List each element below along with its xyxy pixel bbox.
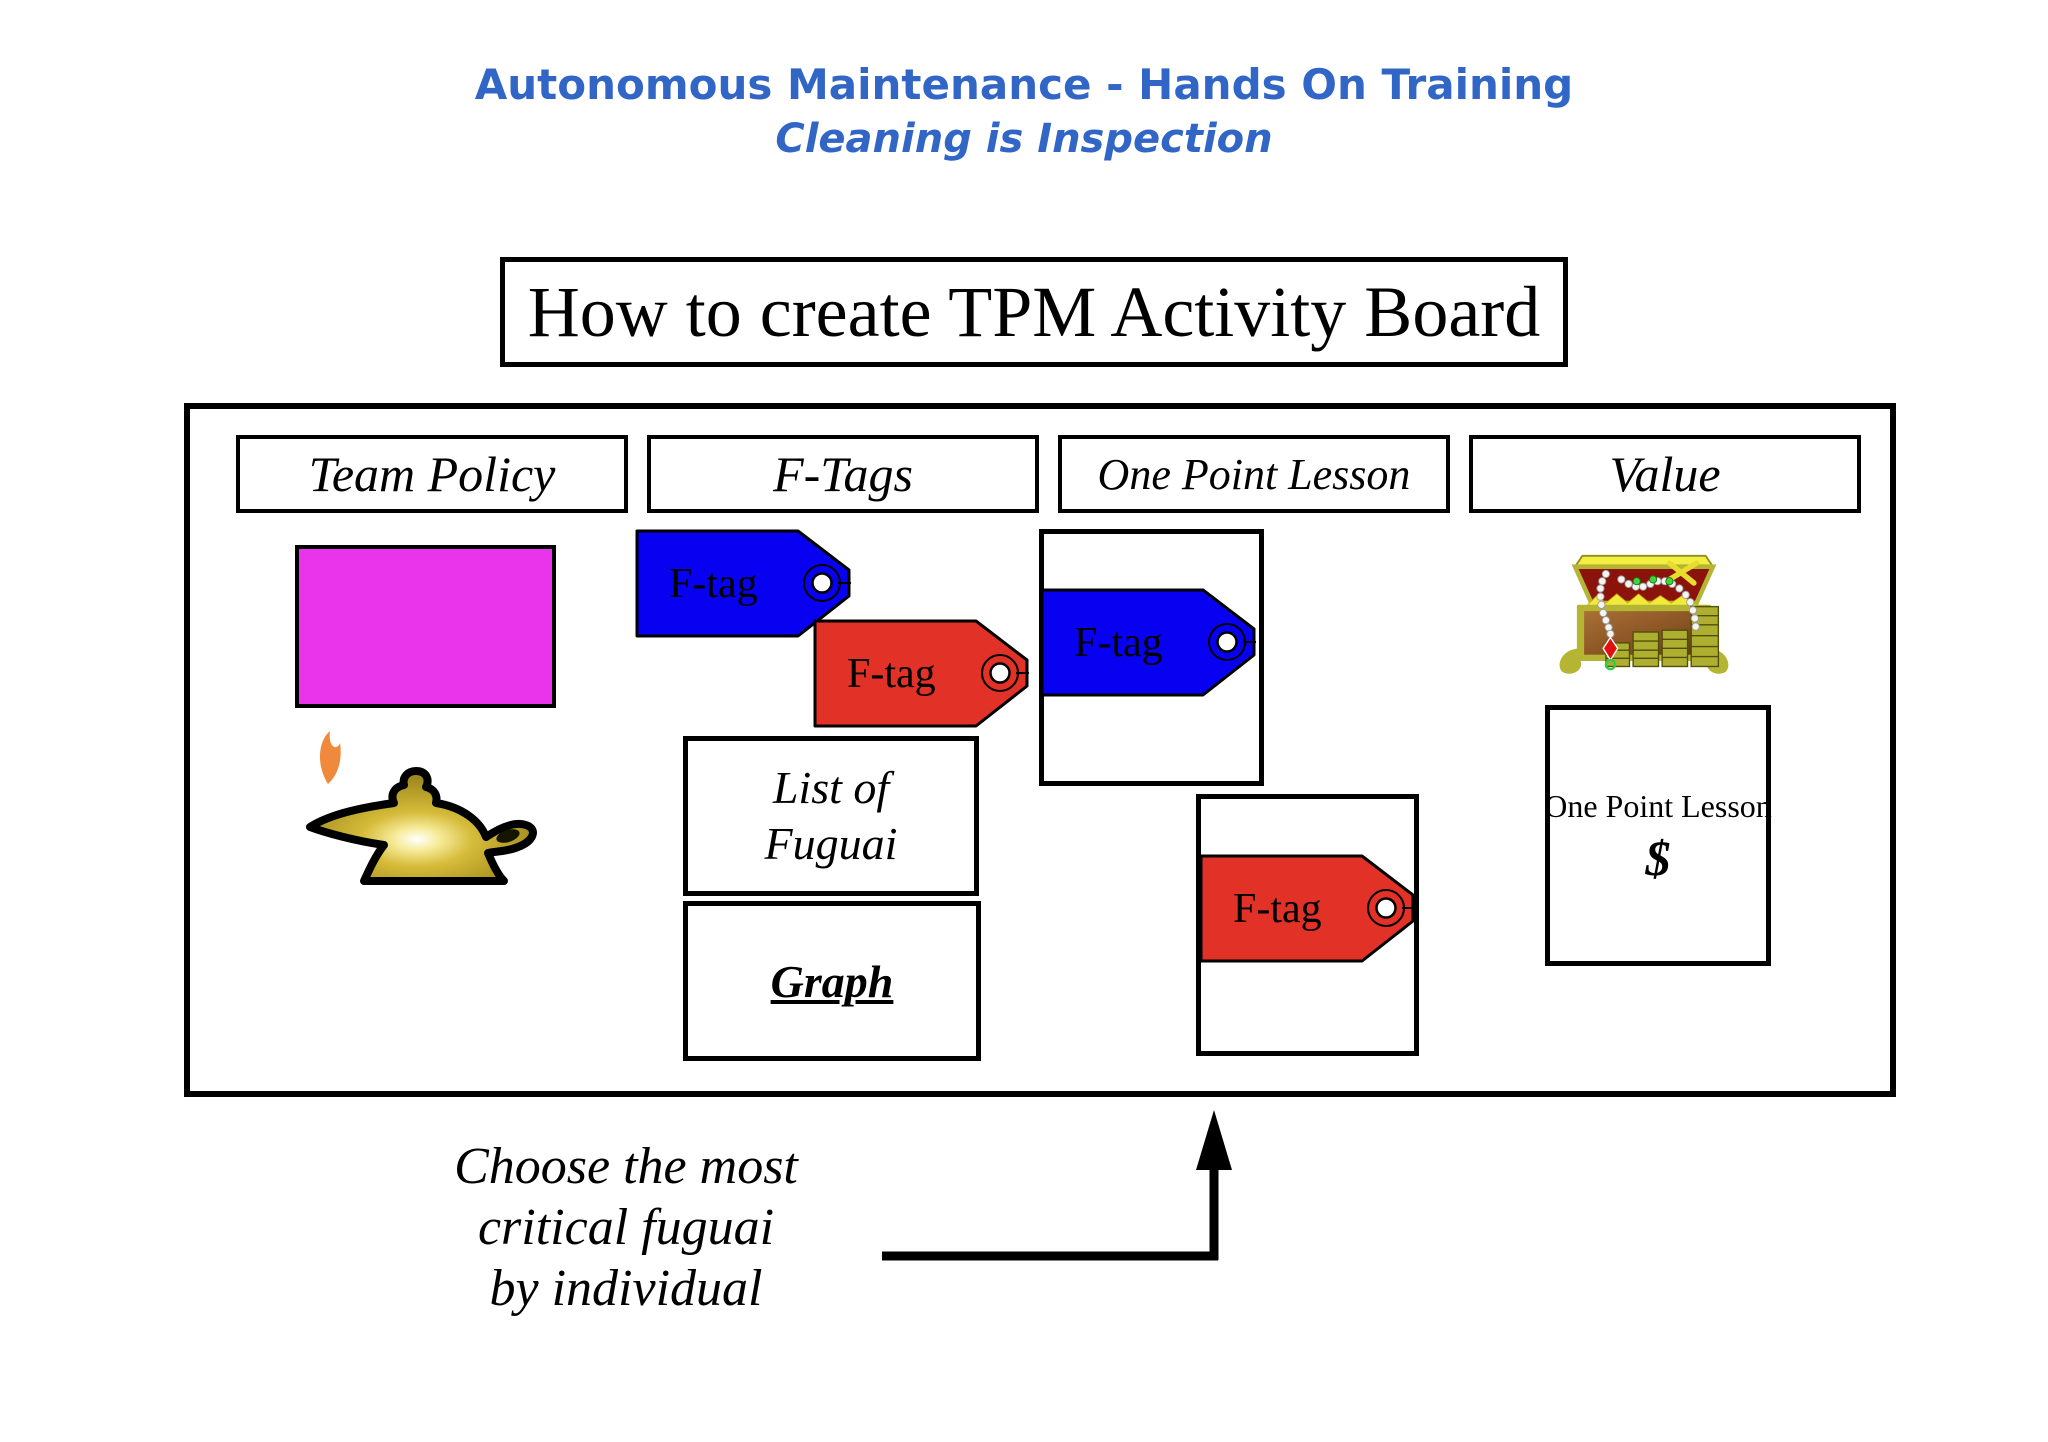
- f-tag-blue: F-tag: [1040, 588, 1256, 697]
- graph-label: Graph: [770, 955, 894, 1007]
- column-header-value: Value: [1469, 435, 1861, 513]
- column-header-label: Value: [1609, 446, 1721, 502]
- opl-value-title: One Point Lesson: [1544, 788, 1772, 824]
- list-of-fuguai-label: List of Fuguai: [764, 762, 898, 869]
- f-tag-blue: F-tag: [635, 529, 851, 638]
- slide-title-line2: Cleaning is Inspection: [775, 116, 1273, 162]
- genie-lamp-icon: [300, 729, 540, 889]
- column-header-one-point-lesson: One Point Lesson: [1058, 435, 1450, 513]
- heading-text: How to create TPM Activity Board: [527, 271, 1541, 352]
- column-header-f-tags: F-Tags: [647, 435, 1039, 513]
- tag-label: F-tag: [1074, 619, 1163, 666]
- f-tag-red: F-tag: [813, 619, 1029, 728]
- dollar-symbol: $: [1645, 830, 1671, 886]
- column-header-label: Team Policy: [308, 446, 556, 502]
- tag-label: F-tag: [847, 650, 936, 697]
- slide-title-line1: Autonomous Maintenance - Hands On Traini…: [474, 60, 1574, 109]
- flame-icon: [319, 731, 341, 784]
- f-tag-red: F-tag: [1199, 854, 1415, 963]
- column-header-label: F-Tags: [773, 446, 913, 502]
- tag-label: F-tag: [1233, 885, 1322, 932]
- list-of-fuguai-box: List of Fuguai: [683, 736, 979, 896]
- footer-note: Choose the most critical fuguai by indiv…: [454, 1138, 798, 1317]
- treasure-chest-icon: [1544, 554, 1744, 681]
- one-point-lesson-value-box: One Point Lesson $: [1544, 705, 1772, 966]
- column-header-team-policy: Team Policy: [236, 435, 628, 513]
- graph-box: Graph: [683, 901, 981, 1061]
- tag-label: F-tag: [669, 560, 758, 607]
- heading-box: How to create TPM Activity Board: [500, 257, 1568, 367]
- up-arrow-icon: [870, 1100, 1240, 1275]
- team-policy-card: [295, 545, 556, 708]
- tpm-activity-board: Team Policy F-Tags One Point Lesson Valu…: [184, 403, 1896, 1097]
- column-header-label: One Point Lesson: [1097, 449, 1411, 499]
